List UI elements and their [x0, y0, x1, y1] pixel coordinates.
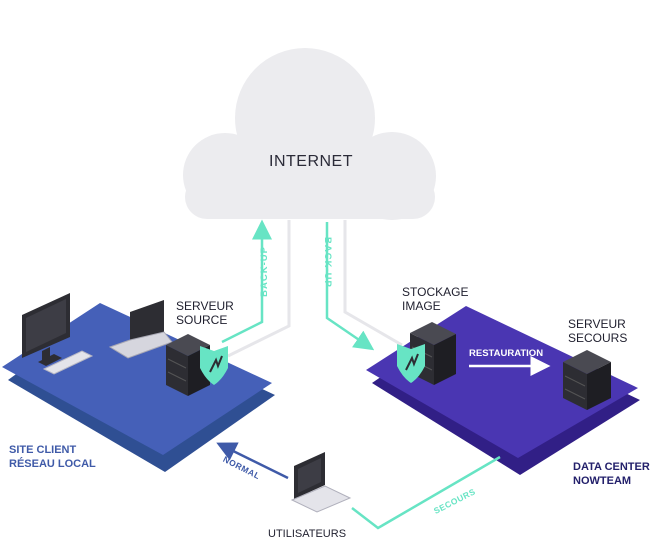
- internet-cloud: [183, 48, 436, 220]
- serveur-secours-label-1: SERVEUR: [568, 317, 626, 331]
- datacenter-label-2: NOWTEAM: [573, 475, 632, 487]
- serveur-source-label-1: SERVEUR: [176, 299, 234, 313]
- shield-icon-source: [200, 346, 228, 385]
- site-client-label-1: SITE CLIENT: [9, 444, 77, 456]
- secours-server-icon: [563, 350, 611, 410]
- backup-up-arrow: [221, 219, 272, 344]
- stockage-label-1: STOCKAGE: [402, 285, 469, 299]
- backup-down-arrow: [325, 222, 375, 351]
- desktop-computer: [22, 293, 94, 375]
- stockage-label-2: IMAGE: [402, 299, 441, 313]
- internet-label: INTERNET: [269, 153, 353, 170]
- serveur-secours-label-2: SECOURS: [568, 331, 628, 345]
- datacenter-label-1: DATA CENTER: [573, 461, 650, 473]
- site-client-label-2: RÉSEAU LOCAL: [9, 458, 96, 470]
- utilisateurs-label: UTILISATEURS: [268, 528, 347, 540]
- serveur-source-label-2: SOURCE: [176, 313, 228, 327]
- backup-left-label: BACK-UP: [259, 246, 270, 297]
- secours-line: [351, 455, 501, 530]
- laptop-users: [290, 452, 352, 513]
- source-server-icon: [166, 334, 210, 396]
- backup-right-label: BACK-UP: [322, 237, 333, 288]
- laptop-client: [108, 300, 173, 359]
- link-source-internet: [227, 220, 291, 358]
- normal-arrow: [216, 442, 289, 480]
- link-internet-stockage: [343, 220, 403, 347]
- shield-icon-stockage: [397, 344, 425, 383]
- restauration-label: RESTAURATION: [469, 348, 544, 359]
- client-site-platform: [2, 303, 275, 472]
